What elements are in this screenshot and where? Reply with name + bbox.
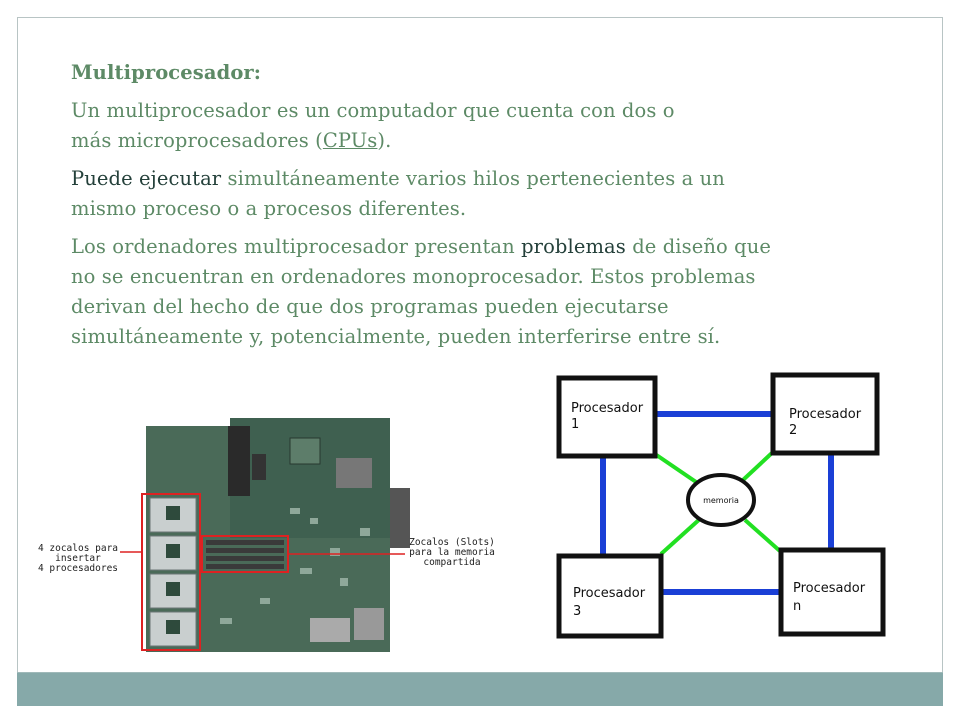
p1-line2-pre: más microprocesadores ( <box>71 129 323 152</box>
paragraph-problems: Los ordenadores multiprocesador presenta… <box>71 232 831 352</box>
p2-dark-phrase: Puede ejecutar <box>71 167 222 190</box>
footer-bar <box>17 672 943 706</box>
p3-line4: simultáneamente y, potencialmente, puede… <box>71 325 721 348</box>
processor-1-number: 1 <box>571 417 579 432</box>
link-3-memory <box>659 516 703 556</box>
processor-3-number: 3 <box>573 604 581 619</box>
sockets-label-line3: 4 procesadores <box>37 563 119 574</box>
paragraph-execution: Puede ejecutar simultáneamente varios hi… <box>71 164 831 224</box>
p3-post: de diseño que <box>625 235 772 258</box>
processor-2-number: 2 <box>789 423 797 438</box>
sockets-label: 4 zocalos para insertar 4 procesadores <box>34 544 122 574</box>
processor-n-box: Procesador n <box>778 547 886 637</box>
memory-slots-label: Zocalos (Slots) para la memoria comparti… <box>404 538 500 568</box>
memory-label: memoria <box>703 496 739 505</box>
memory-slots-label-line3: compartida <box>423 557 481 568</box>
sockets-label-line1: 4 zocalos para <box>37 543 119 554</box>
memory-slots-label-line1: Zocalos (Slots) <box>409 537 495 548</box>
p3-line2: no se encuentran en ordenadores monoproc… <box>71 265 756 288</box>
left-label-pointer <box>120 551 142 553</box>
link-1-memory <box>653 452 701 486</box>
paragraph-definition: Un multiprocesador es un computador que … <box>71 96 831 156</box>
multiprocessor-diagram: memoria Procesador 1 Procesador 2 Proces… <box>556 372 886 639</box>
p3-line3: derivan del hecho de que dos programas p… <box>71 295 669 318</box>
p3-pre: Los ordenadores multiprocesador presenta… <box>71 235 522 258</box>
processor-3-box: Procesador 3 <box>556 553 664 639</box>
slide-heading: Multiprocesador: <box>71 61 262 84</box>
processor-1-label: Procesador <box>571 401 644 416</box>
motherboard-photo <box>140 418 508 654</box>
link-2-memory <box>741 450 775 482</box>
sockets-label-line2: insertar <box>55 553 101 564</box>
processor-3-label: Procesador <box>573 586 646 601</box>
processor-n-label: Procesador <box>793 581 866 596</box>
p3-dark-word: problemas <box>521 235 626 258</box>
p1-line2-post: ). <box>377 129 392 152</box>
memory-slots-label-line2: para la memoria <box>409 547 495 558</box>
processor-2-label: Procesador <box>789 407 862 422</box>
processor-2-box: Procesador 2 <box>770 372 880 456</box>
p2-line2: mismo proceso o a procesos diferentes. <box>71 197 467 220</box>
p1-line1: Un multiprocesador es un computador que … <box>71 99 675 122</box>
processor-n-number: n <box>793 599 801 614</box>
memory-node <box>686 473 756 527</box>
cpus-link[interactable]: CPUs <box>322 129 378 152</box>
p2-line1-rest: simultáneamente varios hilos pertenecien… <box>221 167 725 190</box>
processor-1-box: Procesador 1 <box>556 375 658 459</box>
link-n-memory <box>743 518 783 554</box>
